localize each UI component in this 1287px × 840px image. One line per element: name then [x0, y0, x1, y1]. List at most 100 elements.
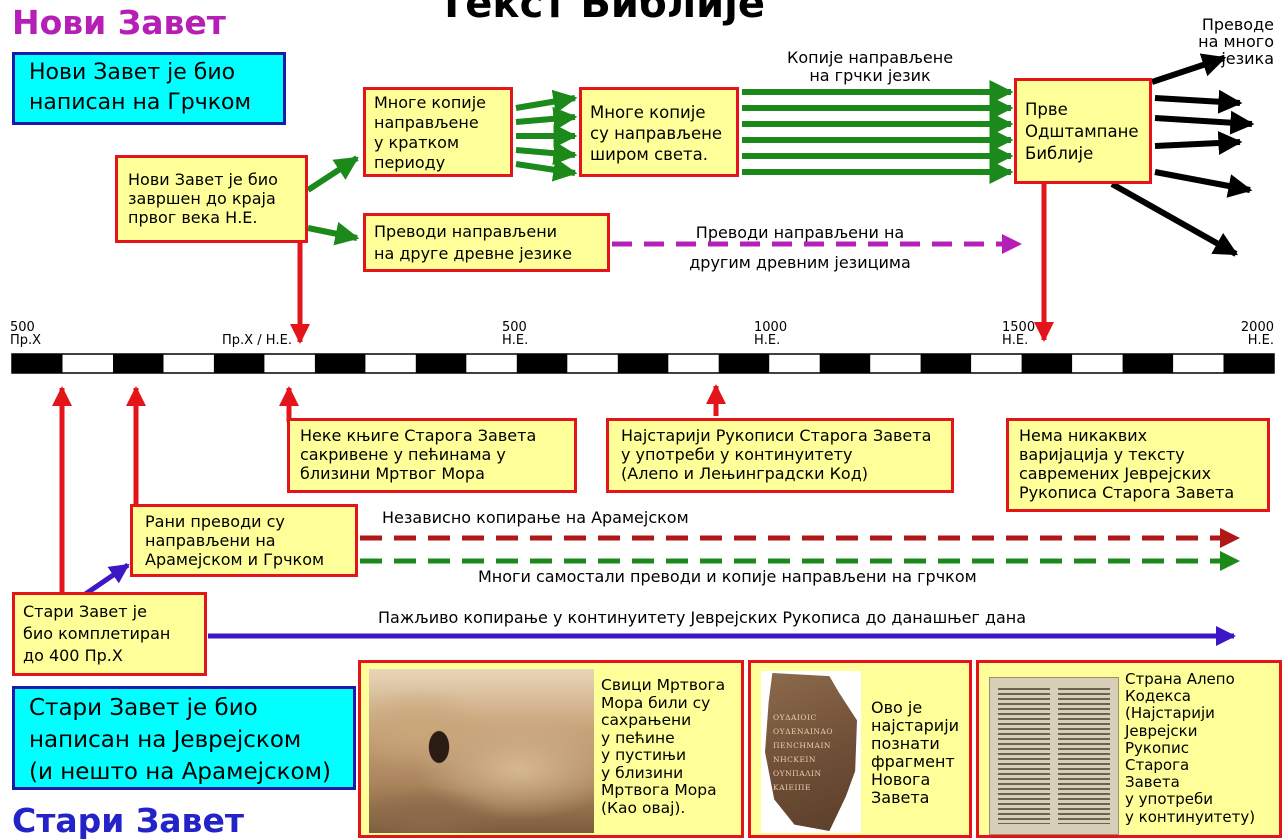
tick-era: Пр.Х / Н.Е. — [222, 333, 292, 348]
caption-line: у пустињи — [601, 746, 687, 764]
caption-line: (Најстарији — [1125, 704, 1215, 723]
caption-line: Завета — [1125, 773, 1180, 792]
ancient-translations-box: Преводи направљени на друге древне језик… — [363, 213, 610, 272]
codex-column-left — [998, 688, 1050, 824]
tick-year: 2000 — [1240, 320, 1274, 335]
tick-era: Н.Е. — [754, 333, 781, 348]
label-line: другим древним језицима — [689, 253, 911, 272]
careful-copying-label: Пажљиво копирање у континуитету Јеврејск… — [378, 608, 1027, 627]
ot-complete-box: Стари Завет је био комплетиран до 400 Пр… — [12, 592, 207, 676]
tick-label-bc-ad: Пр.Х / Н.Е. — [222, 334, 292, 347]
tick-year: 500 — [10, 320, 35, 335]
caption-line: Старога — [1125, 756, 1190, 775]
caption-line: Мора били су — [601, 693, 711, 712]
papyrus-line: ΟΥΔΕΝΑΙΝΑΟ — [773, 727, 834, 736]
box-line: у употреби у континуитету — [621, 445, 853, 464]
timeline-segment — [1122, 354, 1174, 373]
papyrus-greek-text: ΟΥΔΑΙΟΙϹ ΟΥΔΕΝΑΙΝΑΟ ΠΕΝϹΗΜΑΙΝ ΝΗϹΚΕΙΝ ΟΥ… — [773, 711, 833, 795]
qumran-cave-image — [369, 669, 594, 833]
tick-label-500ad: 500 Н.Е. — [502, 321, 528, 347]
box-line: Библије — [1025, 144, 1094, 163]
timeline-segment — [213, 354, 265, 373]
box-line: Многе копије — [374, 93, 486, 112]
box-line: направљени на — [145, 531, 276, 550]
aleppo-codex-image — [989, 677, 1119, 835]
aleppo-photo-panel: Страна Алепо Кодекса (Најстарији Јеврејс… — [976, 660, 1282, 838]
papyrus-fragment-shape: ΟΥΔΑΙΟΙϹ ΟΥΔΕΝΑΙΝΑΟ ΠΕΝϹΗΜΑΙΝ ΝΗϹΚΕΙΝ ΟΥ… — [765, 673, 857, 831]
timeline-segment — [314, 354, 366, 373]
label-line: Преводи направљени на — [695, 223, 905, 242]
caption-line: Јеврејски — [1125, 721, 1198, 740]
caption-line: сахрањени — [601, 711, 692, 729]
caption-line: у континуитету) — [1125, 807, 1256, 826]
many-languages-label: Преводе на много језика — [1178, 16, 1274, 67]
box-line: су направљене — [590, 124, 723, 143]
box-line: сакривене у пећинама у — [300, 445, 506, 464]
early-translations-box: Рани преводи су направљени на Арамејском… — [130, 504, 358, 577]
nt-written-box: Нови Завет је био написан на Грчком — [12, 52, 286, 125]
box-line: близини Мртвог Мора — [300, 464, 485, 483]
caption-line: Страна Алепо — [1125, 670, 1235, 688]
caption-line: познати — [871, 734, 940, 753]
box-line: Рукописа Старога Завета — [1019, 483, 1235, 502]
caption-line: у близини — [601, 763, 684, 782]
copies-short-period-box: Многе копије направљене у кратком период… — [363, 87, 513, 177]
box-line: завршен до краја — [128, 189, 276, 208]
caption-line: (Као овај). — [601, 798, 686, 817]
greek-copies-label: Копије направљене на грчки језик — [770, 49, 970, 85]
box-line: (Алепо и Лењинградски Код) — [621, 464, 869, 483]
timeline-segment — [113, 354, 164, 373]
box-line: првог века Н.Е. — [128, 208, 258, 227]
ot-written-line: (и нешто на Арамејском) — [29, 759, 331, 785]
timeline-segment — [12, 354, 63, 373]
caption-line: фрагмент — [871, 752, 955, 771]
old-testament-heading: Стари Завет — [12, 801, 244, 840]
timeline-segment — [617, 354, 669, 373]
tick-label-500bc: 500 Пр.Х — [10, 321, 41, 347]
caption-line: Свици Мртвога — [601, 676, 726, 694]
box-line: савремених Јеврејских — [1019, 464, 1212, 483]
caption-line: у пећине — [601, 728, 675, 747]
nt-written-line: Нови Завет је био — [29, 60, 236, 85]
tick-year: 1000 — [754, 320, 788, 335]
codex-column-right — [1058, 688, 1110, 824]
box-line: Преводи направљени — [374, 222, 558, 241]
box-line: Рани преводи су — [145, 512, 285, 531]
timeline-segment — [1021, 354, 1073, 373]
qumran-caption: Свици Мртвога Мора били су сахрањени у п… — [601, 676, 726, 817]
box-line: Неке књиге Старога Завета — [300, 426, 537, 445]
timeline-segment — [415, 354, 467, 373]
papyrus-line: ΝΗϹΚΕΙΝ — [773, 755, 816, 764]
caption-line: Рукопис — [1125, 738, 1189, 757]
tick-label-1500ad: 1500 Н.Е. — [1002, 321, 1035, 347]
aleppo-caption: Страна Алепо Кодекса (Најстарији Јеврејс… — [1125, 670, 1256, 826]
ot-written-line: Стари Завет је био — [29, 695, 258, 721]
no-variations-box: Нема никаквих варијација у тексту саврем… — [1006, 418, 1270, 512]
box-line: на друге древне језике — [374, 244, 572, 263]
label-line: Преводе — [1201, 15, 1274, 34]
timeline-segment — [920, 354, 972, 373]
timeline-segment — [516, 354, 568, 373]
timeline-segment — [718, 354, 770, 373]
papyrus-line: ΟΥΝΠΑΛΙΝ — [773, 769, 822, 778]
page-title-fragment: Текст Библије — [438, 0, 765, 27]
box-line: у кратком — [374, 133, 460, 152]
label-line: језика — [1221, 49, 1274, 68]
caption-line: Ово је — [871, 698, 923, 717]
box-line: Арамејском и Грчком — [145, 550, 325, 569]
tick-label-1000ad: 1000 Н.Е. — [754, 321, 787, 347]
box-line: Одштампане — [1025, 122, 1139, 141]
nt-written-line: написан на Грчком — [29, 90, 252, 115]
caption-line: најстарији — [871, 716, 960, 735]
timeline-segment — [1223, 354, 1274, 373]
tick-era: Н.Е. — [1247, 333, 1274, 348]
papyrus-fragment-image: ΟΥΔΑΙΟΙϹ ΟΥΔΕΝΑΙΝΑΟ ΠΕΝϹΗΜΑΙΝ ΝΗϹΚΕΙΝ ΟΥ… — [761, 671, 861, 833]
tick-era: Пр.Х — [10, 333, 42, 348]
ot-written-box: Стари Завет је био написан на Јеврејском… — [12, 686, 356, 790]
papyrus-line: ΚΑΙΕΙΠΕ — [773, 783, 811, 792]
box-line: Стари Завет је — [23, 602, 147, 621]
printed-bibles-box: Прве Одштампане Библије — [1014, 78, 1152, 184]
timeline-segments — [12, 354, 1274, 373]
box-line: Нови Завет је био — [128, 170, 278, 189]
papyrus-line: ΠΕΝϹΗΜΑΙΝ — [773, 741, 831, 750]
